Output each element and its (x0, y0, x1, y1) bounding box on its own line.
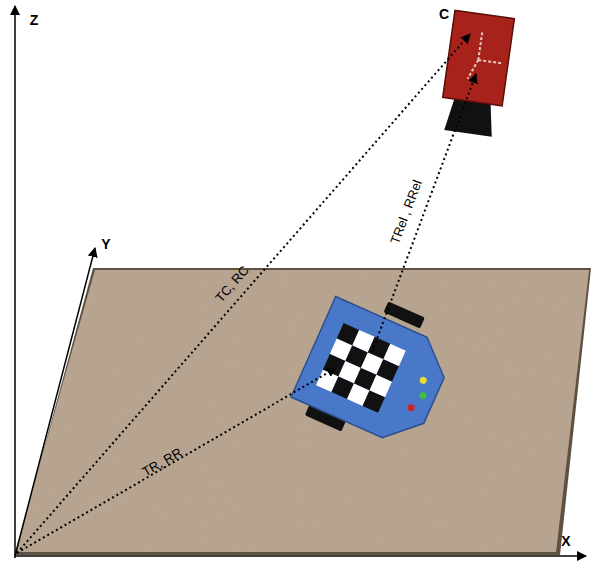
transform-label: TRel , RRel (388, 178, 424, 245)
relative-vector (372, 74, 476, 352)
axis-label: Z (30, 13, 39, 27)
y-axis (15, 248, 95, 556)
x-axis (15, 555, 586, 557)
floor-edge (15, 268, 591, 555)
robot (287, 281, 464, 461)
axis-label: X (561, 534, 570, 548)
checker-square (363, 390, 385, 412)
camera-vector (17, 34, 470, 553)
robot-vector (17, 368, 336, 553)
axis-label: Y (101, 237, 110, 251)
camera-label: C (439, 7, 449, 21)
camera (438, 10, 514, 137)
z-axis (14, 6, 16, 558)
floor-plane (15, 270, 589, 552)
